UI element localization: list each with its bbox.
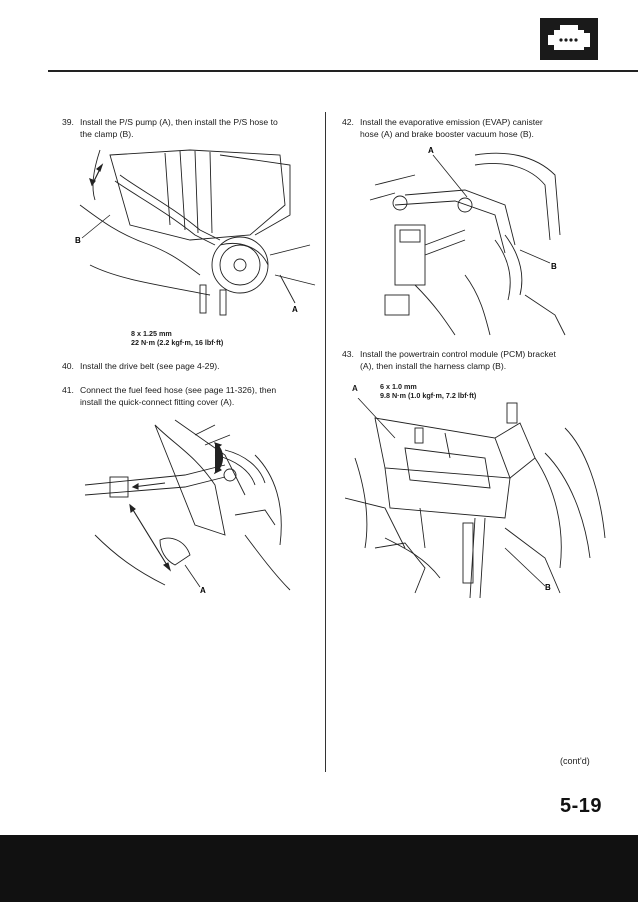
engine-section-badge (540, 18, 598, 60)
fig43-callout-b: B (545, 583, 551, 592)
step-41: 41.Connect the fuel feed hose (see page … (62, 385, 277, 407)
fig42-callout-b: B (551, 262, 557, 271)
step-43: 43.Install the powertrain control module… (342, 349, 556, 371)
figure-fuel-feed-hose: A (84, 419, 291, 595)
step-39: 39.Install the P/S pump (A), then instal… (62, 117, 278, 139)
fig43-torque-spec: 6 x 1.0 mm 9.8 N·m (1.0 kgf·m, 7.2 lbf·f… (380, 382, 477, 400)
fig39-torque-spec: 8 x 1.25 mm 22 N·m (2.2 kgf·m, 16 lbf·ft… (131, 329, 224, 347)
step-40: 40.Install the drive belt (see page 4-29… (62, 361, 220, 371)
header-rule (48, 70, 638, 72)
figure-pcm-bracket: B (345, 398, 606, 599)
fig42-callout-a: A (428, 146, 434, 155)
figure-ps-pump: B A (75, 149, 316, 316)
column-divider (325, 112, 326, 772)
engine-icon (540, 18, 598, 60)
fig43-callout-a: A (352, 384, 358, 393)
continued-label: (cont'd) (560, 756, 590, 766)
fig39-callout-b: B (75, 236, 81, 245)
bottom-band (0, 835, 638, 902)
page-number: 5-19 (560, 795, 603, 817)
fig41-callout-a: A (200, 586, 206, 595)
step-42: 42.Install the evaporative emission (EVA… (342, 117, 543, 139)
fig39-callout-a: A (292, 305, 298, 314)
figure-evap-hoses: A B (369, 146, 566, 336)
